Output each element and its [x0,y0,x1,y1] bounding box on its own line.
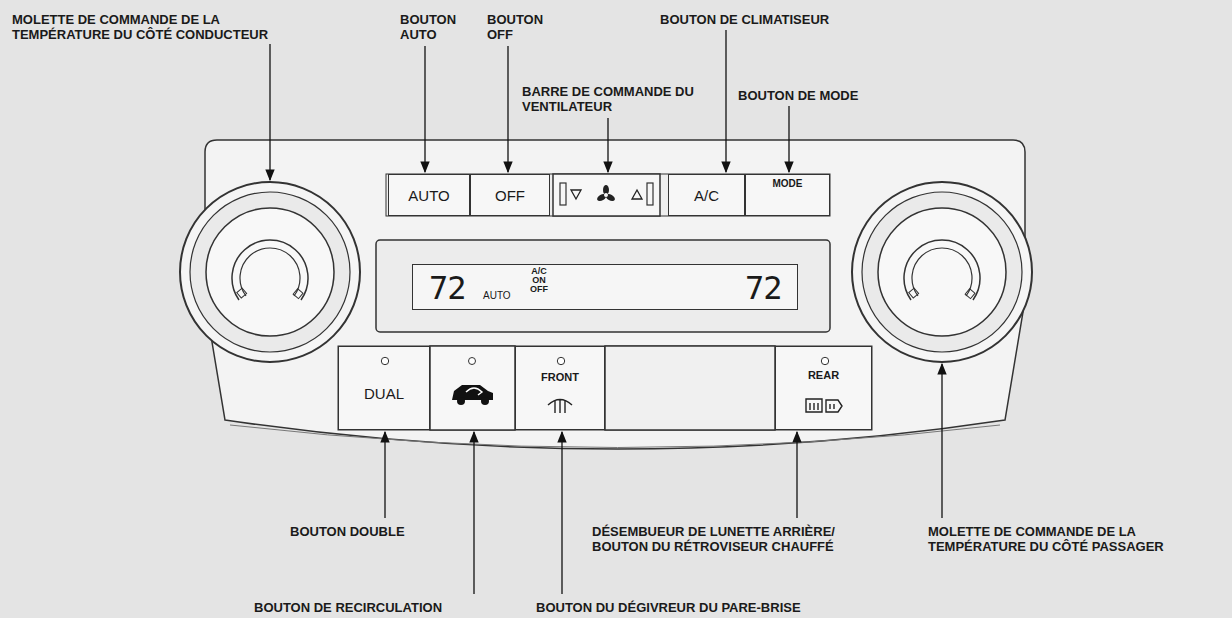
display-text: 72 [745,272,782,304]
callout-label: MOLETTE DE COMMANDE DE LA TEMPÉRATURE DU… [12,12,312,42]
indicator-led [556,356,566,366]
mode-button: MODE [745,174,830,216]
button-text: REAR [808,369,839,382]
callout-label: BOUTON DU DÉGIVREUR DU PARE-BRISE [536,600,836,615]
callout-label: BOUTON DE RECIRCULATION [254,600,514,615]
leader-line [270,30,942,594]
lcd-display: 72AUTO A/C ON OFF 72 [412,264,798,310]
windshield-defrost-icon [538,395,582,417]
fan-bar-button [553,174,660,216]
dual-button: DUAL [338,346,430,430]
rear-defrost-button: REAR [775,346,872,430]
callout-label: BARRE DE COMMANDE DU VENTILATEUR [522,84,694,114]
callout-label: BOUTON AUTO [400,12,472,42]
display-text: A/C ON OFF [527,267,551,294]
callout-label: DÉSEMBUEUR DE LUNETTE ARRIÈRE/ BOUTON DU… [592,524,892,554]
front-defrost-button: FRONT [515,346,605,430]
callout-label: BOUTON DE MODE [738,88,898,103]
button-text: MODE [773,178,803,190]
button-text: A/C [694,187,719,204]
display-text: 72 [429,272,466,304]
button-text: FRONT [541,371,579,384]
callout-label: BOUTON DOUBLE [290,524,490,539]
rear-defrost-mirror-icon [802,395,846,417]
button-text: AUTO [408,187,449,204]
callout-label: MOLETTE DE COMMANDE DE LA TEMPÉRATURE DU… [928,524,1224,554]
button-strip [338,346,872,430]
recirculation-button [430,346,515,430]
ac-button: A/C [668,174,745,216]
display-frame [376,240,830,332]
driver-temperature-knob [180,182,360,362]
button-text: DUAL [364,385,404,402]
callout-label: BOUTON OFF [487,12,559,42]
off-button: OFF [470,174,550,216]
button-strip [386,174,830,216]
indicator-led [820,356,830,366]
display-text: AUTO [483,291,511,301]
auto-button: AUTO [388,174,470,216]
callout-label: BOUTON DE CLIMATISEUR [660,12,840,27]
passenger-temperature-knob [852,182,1032,362]
button-text: OFF [495,187,525,204]
indicator-led [380,356,390,366]
panel-housing [205,140,1025,449]
blank-button [605,346,775,430]
